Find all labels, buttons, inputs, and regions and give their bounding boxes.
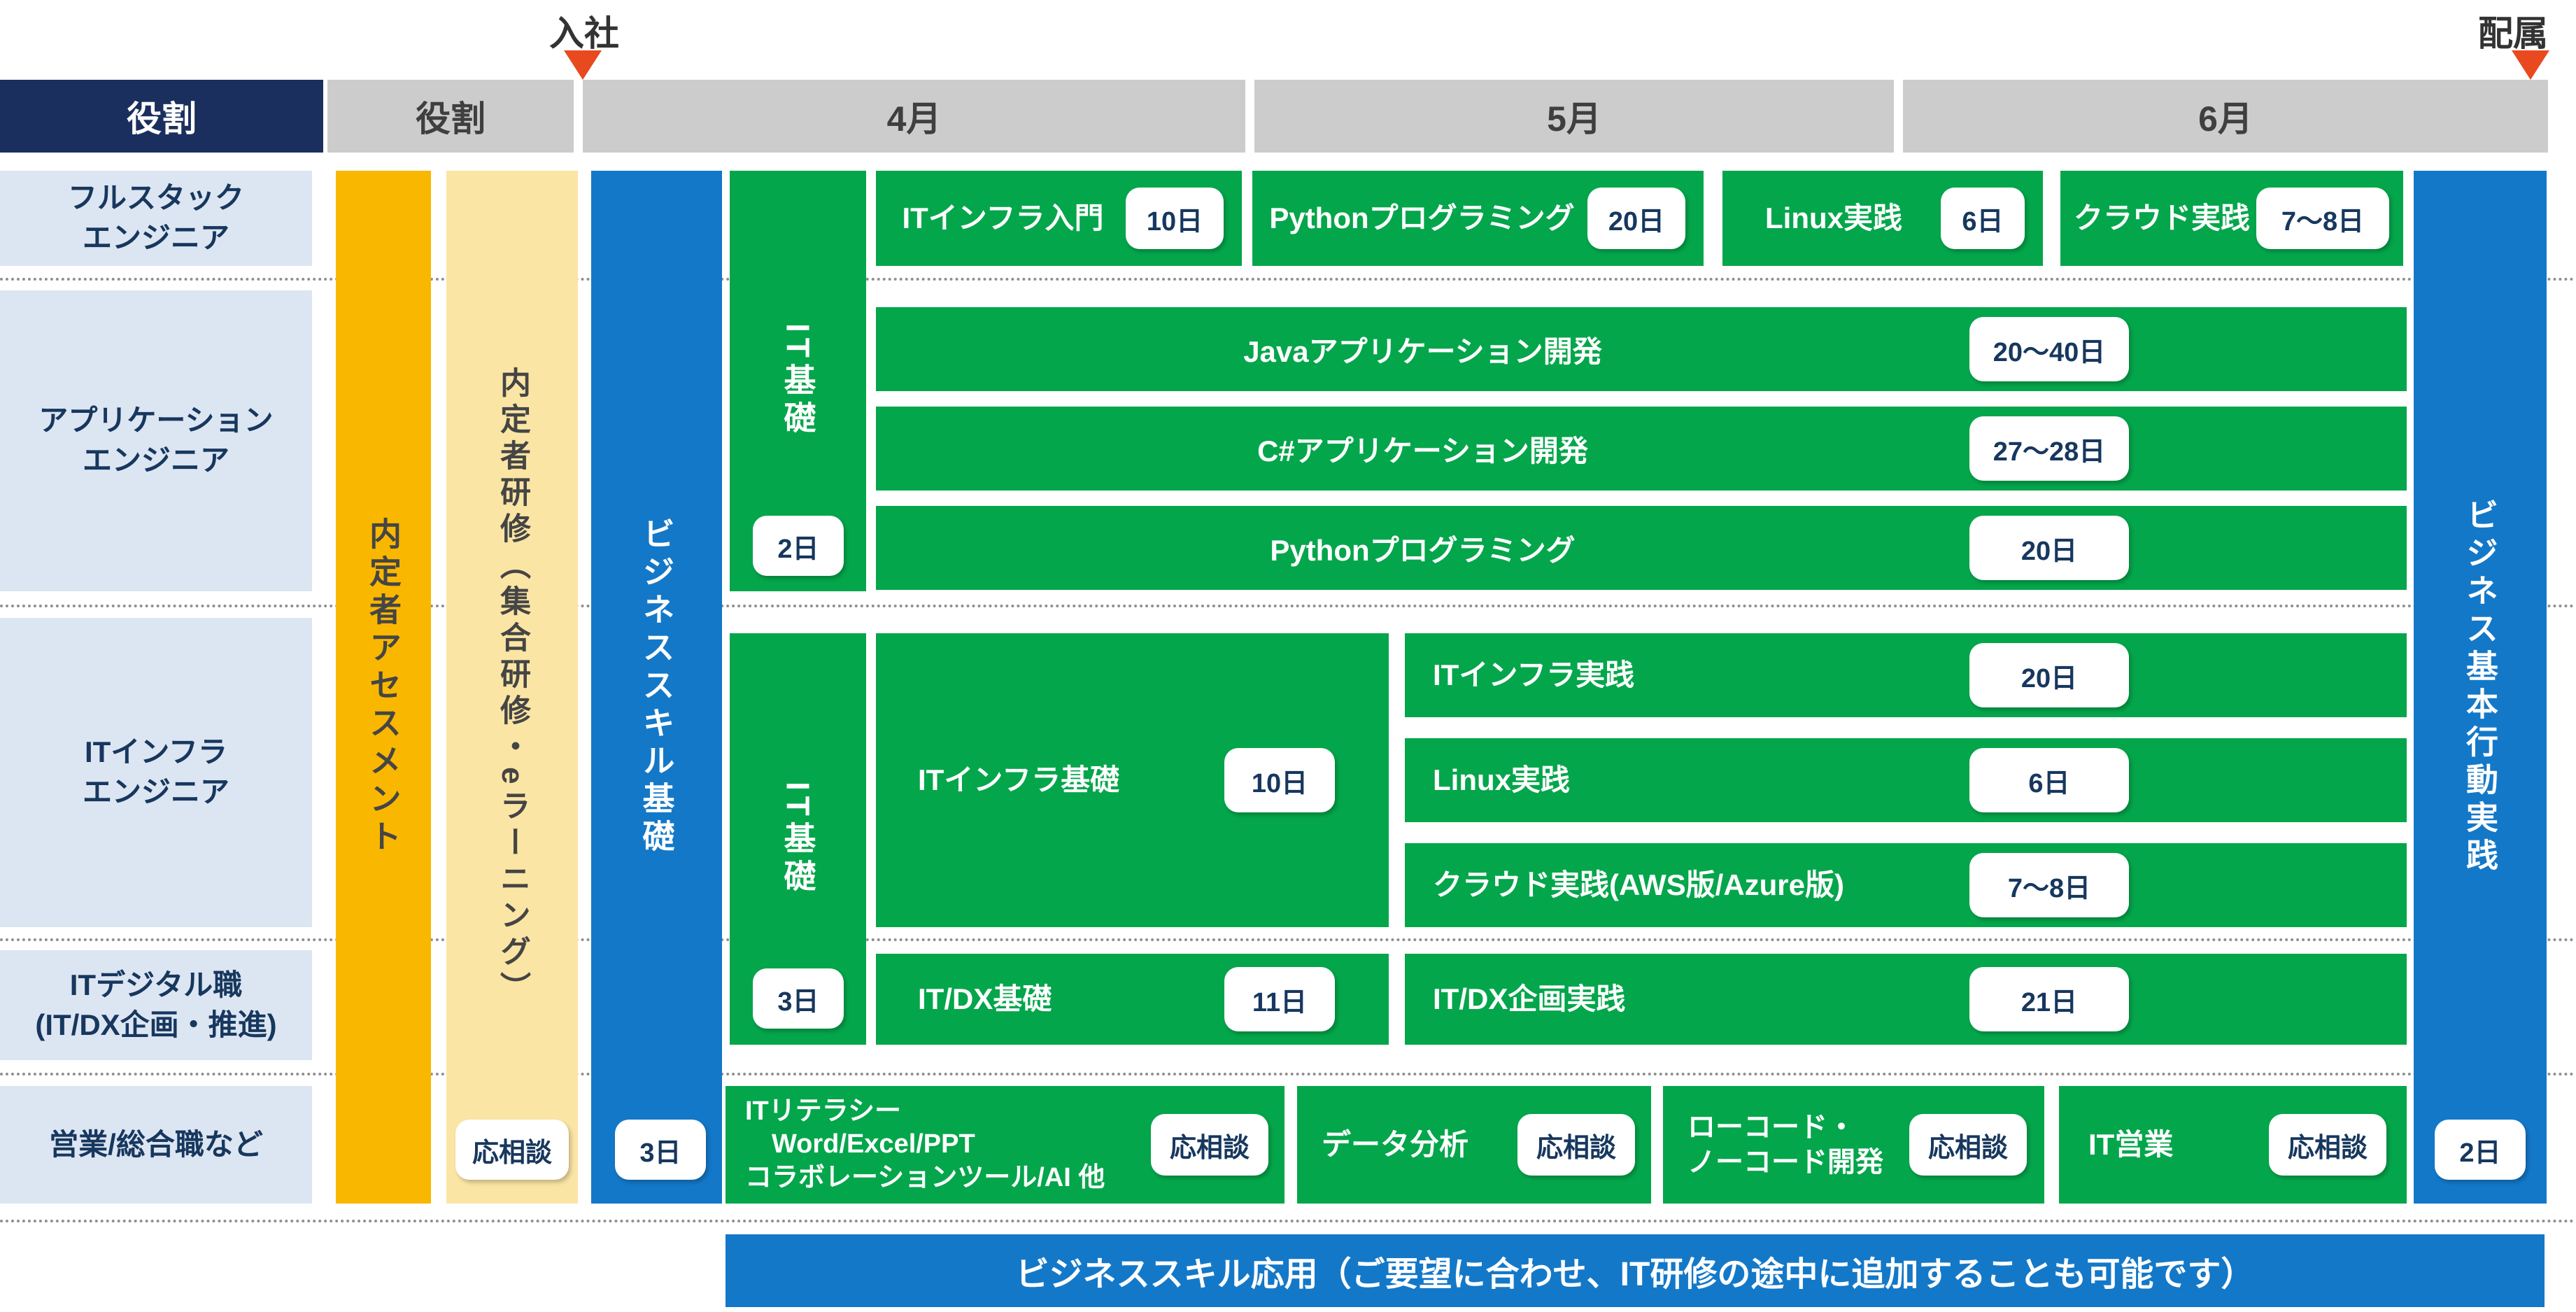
course-days-badge: 11日	[1224, 967, 1335, 1031]
assign-down-triangle-icon	[2512, 50, 2549, 80]
it-basic-upper-badge: 2日	[753, 516, 844, 576]
course-label: クラウド実践	[2073, 201, 2250, 234]
course-days-badge: 7～8日	[2256, 188, 2389, 249]
row-separator	[0, 938, 2576, 941]
role-fullstack-engineer: フルスタック エンジニア	[0, 171, 312, 266]
header-role-dark: 役割	[0, 80, 323, 153]
course-label: ITインフラ実践	[1433, 658, 1635, 691]
course-python-programming-app: Pythonプログラミング 20日	[876, 506, 2407, 590]
course-low-code-no-code: ローコード・ ノーコード開発 応相談	[1663, 1086, 2044, 1204]
row-separator	[0, 1220, 2576, 1222]
course-label: ITリテラシー Word/Excel/PPT コラボレーションツール/AI 他	[745, 1096, 1105, 1192]
course-days-badge: 21日	[1969, 967, 2129, 1031]
course-linux-practice-infra: Linux実践 6日	[1405, 738, 2407, 822]
course-it-infra-basic: ITインフラ基礎 10日	[876, 633, 1389, 927]
header-role-gray: 役割	[327, 80, 574, 153]
assign-marker-label: 配属	[2478, 14, 2548, 53]
course-python-programming: Pythonプログラミング 20日	[1252, 171, 1704, 266]
bar-it-basic-upper-label: IT基礎	[779, 323, 816, 439]
bar-business-basic-action: ビジネス基本行動実践	[2414, 171, 2547, 1204]
join-marker-label: 入社	[549, 14, 619, 53]
course-label: ローコード・ ノーコード開発	[1687, 1112, 1883, 1178]
it-basic-lower-badge: 3日	[753, 968, 844, 1029]
course-days-badge: 6日	[1941, 188, 2025, 249]
course-label: Javaアプリケーション開発	[1243, 334, 1602, 368]
course-cloud-practice-aws-azure: クラウド実践(AWS版/Azure版) 7～8日	[1405, 843, 2407, 927]
course-label: クラウド実践(AWS版/Azure版)	[1433, 868, 1845, 901]
header-month-may: 5月	[1254, 80, 1894, 153]
course-cloud-practice: クラウド実践 7～8日	[2060, 171, 2403, 266]
bar-pre-join-training: 内定者研修（集合研修・eラーニング）	[446, 171, 578, 1204]
course-linux-practice: Linux実践 6日	[1722, 171, 2043, 266]
row-separator	[0, 605, 2576, 607]
bar-it-basic-lower-label: IT基礎	[779, 781, 816, 897]
header-month-april: 4月	[583, 80, 1245, 153]
bar-pre-join-assessment-label: 内定者アセスメント	[365, 517, 402, 857]
bar-business-skill-basic-label: ビジネススキル基礎	[638, 517, 675, 857]
role-it-digital: ITデジタル職 (IT/DX企画・推進)	[0, 950, 312, 1060]
bar-pre-join-training-label: 内定者研修（集合研修・eラーニング）	[495, 366, 530, 1008]
business-basic-action-badge: 2日	[2435, 1120, 2526, 1180]
course-label: C#アプリケーション開発	[1257, 434, 1588, 467]
role-application-engineer: アプリケーション エンジニア	[0, 290, 312, 591]
course-label: Pythonプログラミング	[1270, 533, 1576, 567]
course-it-literacy: ITリテラシー Word/Excel/PPT コラボレーションツール/AI 他 …	[726, 1086, 1285, 1204]
role-it-infra-engineer: ITインフラ エンジニア	[0, 618, 312, 927]
course-days-badge: 応相談	[1517, 1114, 1635, 1176]
course-days-badge: 10日	[1126, 188, 1224, 249]
course-label: データ分析	[1322, 1127, 1469, 1161]
course-it-dx-planning-practice: IT/DX企画実践 21日	[1405, 954, 2407, 1045]
course-it-sales: IT営業 応相談	[2059, 1086, 2407, 1204]
bar-pre-join-assessment: 内定者アセスメント	[336, 171, 431, 1204]
course-it-dx-basic: IT/DX基礎 11日	[876, 954, 1389, 1045]
course-label: ITインフラ基礎	[918, 763, 1120, 796]
course-days-badge: 7～8日	[1969, 853, 2129, 917]
business-skill-basic-badge: 3日	[615, 1120, 706, 1180]
course-label: Pythonプログラミング	[1269, 201, 1575, 234]
course-label: IT営業	[2088, 1127, 2174, 1161]
bar-business-skill-basic: ビジネススキル基礎	[591, 171, 722, 1204]
row-separator	[0, 278, 2576, 281]
course-days-badge: 27～28日	[1969, 416, 2129, 481]
course-days-badge: 応相談	[2269, 1114, 2386, 1176]
course-days-badge: 20～40日	[1969, 317, 2129, 381]
course-days-badge: 応相談	[1909, 1114, 2027, 1176]
course-label: IT/DX企画実践	[1433, 982, 1626, 1015]
course-days-badge: 20日	[1969, 516, 2129, 580]
pre-join-training-badge: 応相談	[455, 1120, 569, 1180]
course-it-infra-intro: ITインフラ入門 10日	[876, 171, 1242, 266]
course-days-badge: 6日	[1969, 748, 2129, 812]
header-month-june: 6月	[1903, 80, 2548, 153]
row-separator	[0, 1073, 2576, 1075]
course-label: Linux実践	[1765, 201, 1902, 234]
course-label: ITインフラ入門	[902, 201, 1104, 234]
course-label: IT/DX基礎	[918, 982, 1052, 1015]
course-days-badge: 応相談	[1151, 1114, 1268, 1176]
course-data-analysis: データ分析 応相談	[1297, 1086, 1651, 1204]
course-it-infra-practice: ITインフラ実践 20日	[1405, 633, 2407, 717]
course-label: Linux実践	[1433, 763, 1570, 796]
bar-business-basic-action-label: ビジネス基本行動実践	[2462, 498, 2498, 876]
course-days-badge: 20日	[1969, 643, 2129, 707]
business-skill-advanced-bar: ビジネススキル応用（ご要望に合わせ、IT研修の途中に追加することも可能です）	[726, 1234, 2545, 1307]
course-days-badge: 20日	[1587, 188, 1685, 249]
role-sales-general: 営業/総合職など	[0, 1086, 312, 1204]
join-down-triangle-icon	[564, 50, 602, 80]
course-days-badge: 10日	[1224, 748, 1335, 812]
course-csharp-app-dev: C#アプリケーション開発 27～28日	[876, 407, 2407, 491]
course-java-app-dev: Javaアプリケーション開発 20～40日	[876, 307, 2407, 391]
